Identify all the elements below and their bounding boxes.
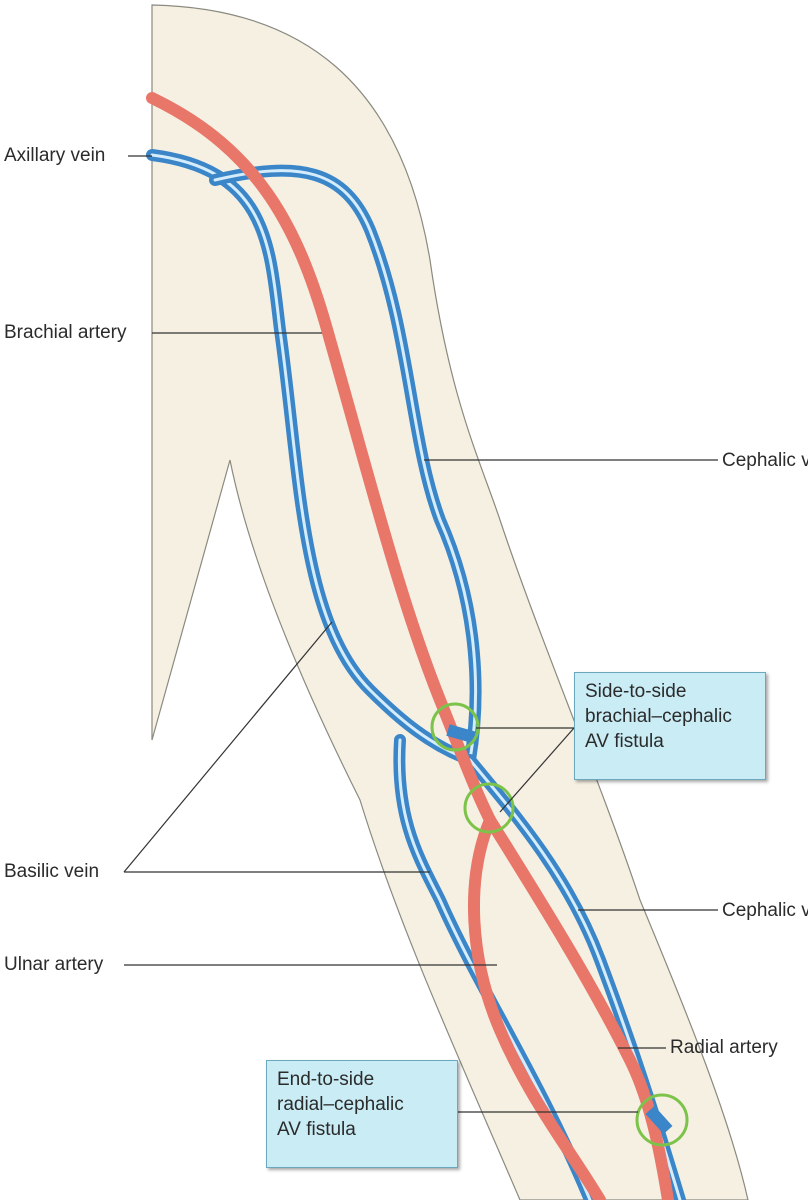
callout-end-to-side-fistula: End-to-side radial–cephalic AV fistula xyxy=(266,1060,458,1168)
fistula-ring-radial-cephalic xyxy=(635,1093,689,1147)
label-radial-artery: Radial artery xyxy=(670,1037,778,1058)
callout-side-to-side-fistula: Side-to-side brachial–cephalic AV fistul… xyxy=(574,672,766,780)
side-to-side-anastomosis xyxy=(446,724,478,744)
arm-silhouette xyxy=(151,4,749,1200)
fistula-ring-brachial-cephalic-lower xyxy=(463,782,515,834)
cephalic-vein-upper-highlight xyxy=(213,169,478,762)
label-cephalic-vein-upper: Cephalic vein xyxy=(722,450,808,471)
label-cephalic-vein-lower: Cephalic vein xyxy=(722,900,808,921)
callout-end-to-side-line-2: radial–cephalic xyxy=(277,1094,404,1115)
label-basilic-vein: Basilic vein xyxy=(4,861,100,882)
leader-basilic-vein-1 xyxy=(123,621,333,873)
label-brachial-artery: Brachial artery xyxy=(4,322,127,343)
vein-group xyxy=(146,149,686,1200)
artery-group xyxy=(146,92,674,1200)
brachial-artery xyxy=(146,92,496,826)
callout-side-to-side-line-2: brachial–cephalic xyxy=(585,706,732,727)
end-to-side-anastomosis xyxy=(645,1105,673,1135)
ulnar-artery xyxy=(468,814,606,1200)
callout-side-to-side-line-3: AV fistula xyxy=(585,731,664,752)
callout-end-to-side-line-3: AV fistula xyxy=(277,1119,356,1140)
basilic-vein-upper-highlight xyxy=(150,153,472,762)
callout-end-to-side-line-1: End-to-side xyxy=(277,1069,375,1090)
callout-side-to-side-line-1: Side-to-side xyxy=(585,681,687,702)
label-axillary-vein: Axillary vein xyxy=(4,145,106,166)
fistula-ring-brachial-cephalic xyxy=(430,702,480,752)
leader-lines xyxy=(123,155,718,1113)
radial-artery xyxy=(484,814,674,1200)
label-ulnar-artery: Ulnar artery xyxy=(4,954,104,975)
leader-side-to-side-2 xyxy=(499,727,575,813)
